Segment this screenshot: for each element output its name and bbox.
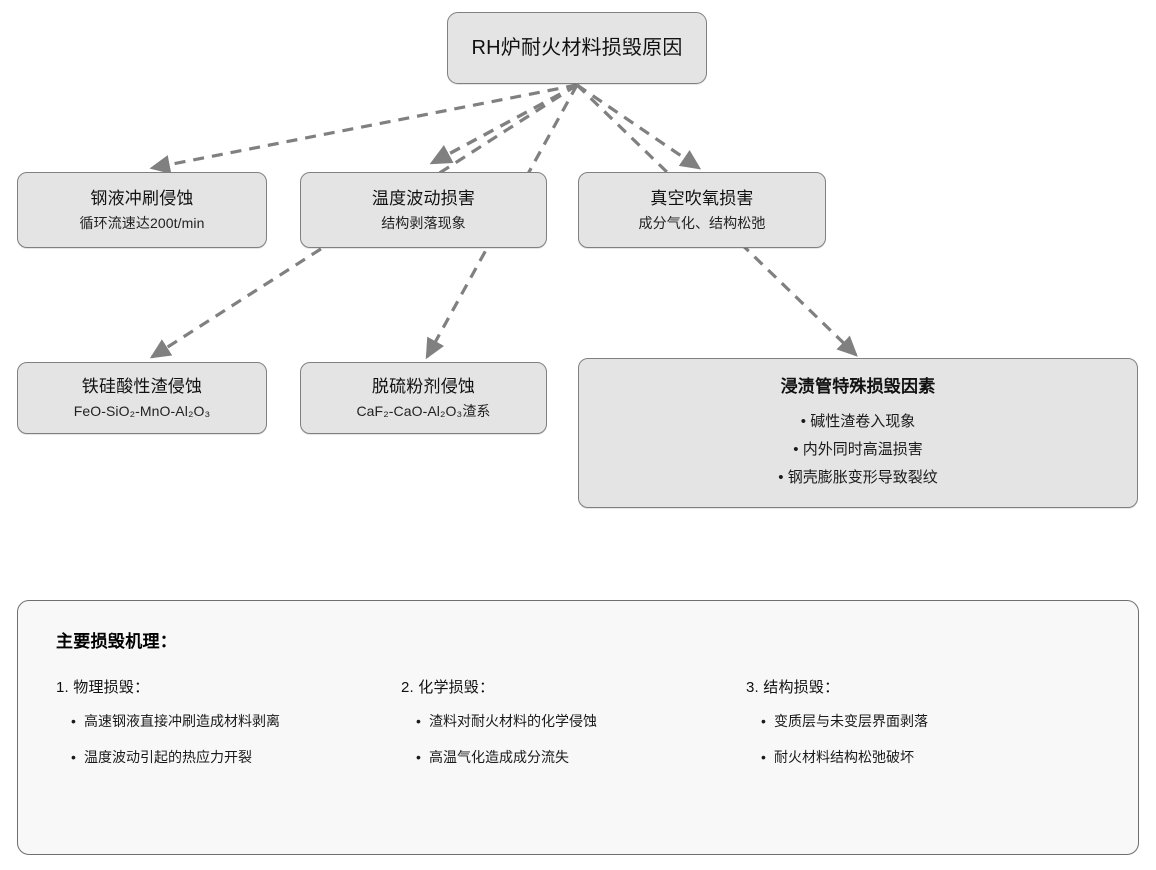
mechanism-list-item-text: 渣料对耐火材料的化学侵蚀 [429,713,597,729]
node-vacuum-oxygen-blowing-title: 真空吹氧损害 [650,188,754,208]
mechanism-column-physical: 1. 物理损毁： • 高速钢液直接冲刷造成材料剥离 • 温度波动引起的热应力开裂 [46,676,391,783]
node-snorkel-special-factors[interactable]: 浸渍管特殊损毁因素 • 碱性渣卷入现象 • 内外同时高温损害 • 钢壳膨胀变形导… [578,358,1138,508]
node-temperature-fluctuation-subtitle: 结构剥落现象 [381,214,466,231]
mechanism-column-chemical: 2. 化学损毁： • 渣料对耐火材料的化学侵蚀 • 高温气化造成成分流失 [391,676,736,783]
node-steel-flow-erosion[interactable]: 钢液冲刷侵蚀 循环流速达200t/min [17,172,267,248]
mechanism-list-item-text: 高速钢液直接冲刷造成材料剥离 [84,713,280,729]
node-ferrosilicate-slag-erosion[interactable]: 铁硅酸性渣侵蚀 FeO-SiO₂-MnO-Al₂O₃ [17,362,267,434]
connector-root-to-temp [429,83,578,165]
mechanism-panel-heading: 主要损毁机理： [56,632,178,651]
mechanism-list-item: • 耐火材料结构松弛破坏 [761,747,1081,767]
bullet-dot-icon: • [71,713,76,729]
mechanism-list-item: • 渣料对耐火材料的化学侵蚀 [416,711,736,731]
bullet-dot-icon: • [416,749,421,765]
bullet-dot-icon: • [416,713,421,729]
node-root-title: RH炉耐火材料损毁原因 [471,37,683,59]
node-temperature-fluctuation[interactable]: 温度波动损害 结构剥落现象 [300,172,547,248]
node-desulfurization-powder-erosion[interactable]: 脱硫粉剂侵蚀 CaF₂-CaO-Al₂O₃渣系 [300,362,547,434]
snorkel-bullet-item: • 内外同时高温损害 [793,441,923,458]
mechanism-list-item: • 变质层与未变层界面剥落 [761,711,1081,731]
mechanism-list-item-text: 温度波动引起的热应力开裂 [84,749,252,765]
mechanism-structural-list: • 变质层与未变层界面剥落 • 耐火材料结构松弛破坏 [736,711,1081,767]
mechanism-list-item: • 高温气化造成成分流失 [416,747,736,767]
node-vacuum-oxygen-blowing-subtitle: 成分气化、结构松弛 [638,214,766,231]
mechanism-column-physical-title: 1. 物理损毁： [56,679,150,696]
node-desulfurization-powder-erosion-subtitle: CaF₂-CaO-Al₂O₃渣系 [356,402,491,419]
node-root-cause[interactable]: RH炉耐火材料损毁原因 [447,12,707,84]
mechanism-list-item: • 高速钢液直接冲刷造成材料剥离 [71,711,391,731]
connector-root-to-vacuum [576,83,702,170]
mechanism-physical-list: • 高速钢液直接冲刷造成材料剥离 • 温度波动引起的热应力开裂 [46,711,391,767]
node-steel-flow-erosion-subtitle: 循环流速达200t/min [79,214,205,231]
mechanism-list-item-text: 耐火材料结构松弛破坏 [774,749,914,765]
connector-root-to-steel [149,83,578,174]
mechanism-column-chemical-title: 2. 化学损毁： [401,679,495,696]
snorkel-bullet-item: • 钢壳膨胀变形导致裂纹 [778,469,938,486]
node-temperature-fluctuation-title: 温度波动损害 [371,188,476,208]
mechanism-list-item-text: 变质层与未变层界面剥落 [774,713,928,729]
bullet-dot-icon: • [761,713,766,729]
bullet-dot-icon: • [71,749,76,765]
bullet-dot-icon: • [761,749,766,765]
node-ferrosilicate-slag-erosion-title: 铁硅酸性渣侵蚀 [81,376,203,396]
node-desulfurization-powder-erosion-title: 脱硫粉剂侵蚀 [371,376,476,396]
mechanism-chemical-list: • 渣料对耐火材料的化学侵蚀 • 高温气化造成成分流失 [391,711,736,767]
mechanism-column-structural-title: 3. 结构损毁： [746,679,840,696]
snorkel-bullet-item: • 碱性渣卷入现象 [800,413,916,430]
mechanism-column-structural: 3. 结构损毁： • 变质层与未变层界面剥落 • 耐火材料结构松弛破坏 [736,676,1081,783]
node-vacuum-oxygen-blowing[interactable]: 真空吹氧损害 成分气化、结构松弛 [578,172,826,248]
node-steel-flow-erosion-title: 钢液冲刷侵蚀 [90,188,194,208]
mechanism-summary-panel: 主要损毁机理： 1. 物理损毁： • 高速钢液直接冲刷造成材料剥离 • 温度波动… [17,600,1139,855]
node-snorkel-special-factors-title: 浸渍管特殊损毁因素 [780,377,936,396]
mechanism-columns: 1. 物理损毁： • 高速钢液直接冲刷造成材料剥离 • 温度波动引起的热应力开裂… [46,676,1110,783]
mechanism-list-item: • 温度波动引起的热应力开裂 [71,747,391,767]
mechanism-list-item-text: 高温气化造成成分流失 [429,749,569,765]
snorkel-bullet-list: • 碱性渣卷入现象 • 内外同时高温损害 • 钢壳膨胀变形导致裂纹 [579,405,1137,495]
node-ferrosilicate-slag-erosion-subtitle: FeO-SiO₂-MnO-Al₂O₃ [73,402,211,419]
